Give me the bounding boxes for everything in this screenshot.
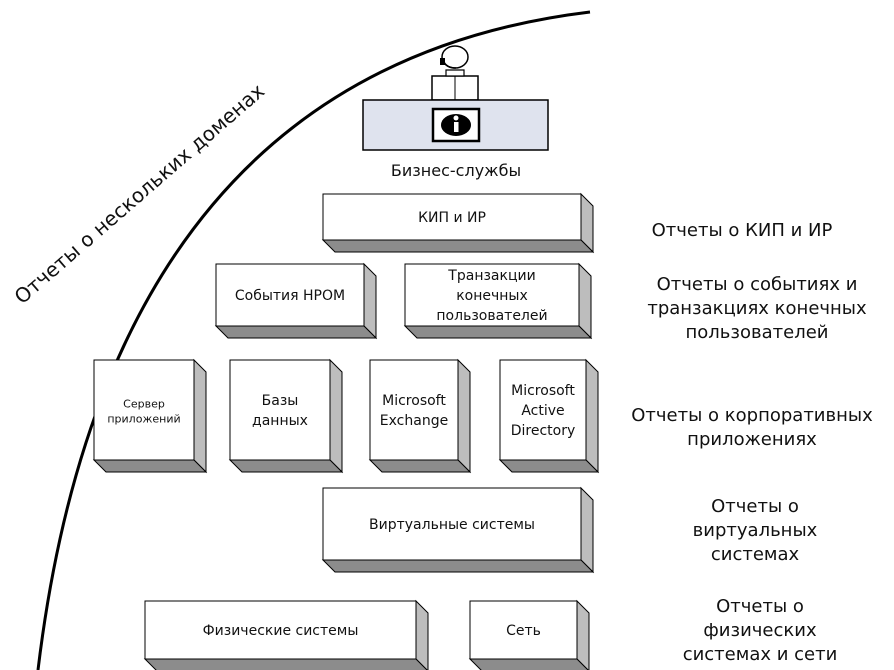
box-side — [585, 358, 599, 474]
box-label-line: конечных — [456, 288, 528, 304]
box-virtual: Виртуальные системы — [321, 486, 595, 574]
box-face — [469, 600, 578, 660]
box-face — [93, 359, 195, 461]
info-icon — [441, 114, 471, 136]
box-physical: Физические системы — [143, 599, 429, 670]
report-label-physical: Отчеты о физических системах и сети — [683, 596, 838, 665]
box-side — [363, 262, 377, 340]
box-face — [322, 487, 582, 561]
box-bottom — [214, 325, 378, 339]
box-label-line: Сеть — [506, 623, 541, 639]
report-label-line: виртуальных — [693, 520, 818, 541]
box-label-line: пользователей — [436, 308, 547, 324]
report-label-line: пользователей — [686, 322, 829, 343]
report-label-line: Отчеты о корпоративных — [631, 405, 873, 426]
box-label-line: Транзакции — [447, 268, 535, 284]
box-side — [576, 599, 590, 670]
multi-domain-arc — [36, 10, 591, 670]
box-face — [322, 193, 582, 241]
report-labels: Отчеты о КИП и ИР Отчеты о событиях и тран… — [631, 220, 873, 665]
box-label-line: Active — [521, 403, 564, 419]
box-side — [193, 358, 207, 474]
box-label-line: События HPOM — [235, 288, 345, 304]
report-label-kip: Отчеты о КИП и ИР — [652, 220, 833, 241]
box-side — [578, 262, 592, 340]
box-face — [215, 263, 365, 327]
report-label-line: транзакциях конечных — [647, 298, 867, 319]
box-transactions: Транзакции конечных пользователей — [403, 262, 593, 340]
report-label-line: физических — [703, 620, 817, 641]
box-bottom — [468, 658, 589, 670]
report-label-enterprise: Отчеты о корпоративных приложениях — [631, 405, 873, 450]
box-bottom — [368, 459, 472, 473]
report-label-virtual: Отчеты о виртуальных системах — [693, 496, 818, 565]
box-face — [499, 359, 587, 461]
box-label-line: КИП и ИР — [418, 210, 486, 226]
report-label-line: Отчеты о КИП и ИР — [652, 220, 833, 241]
report-label-line: системах — [711, 544, 800, 565]
box-bottom — [143, 658, 428, 670]
box-databases: Базы данных — [228, 358, 344, 474]
report-label-line: Отчеты о — [711, 496, 799, 517]
box-bottom — [498, 459, 600, 473]
box-face — [369, 359, 459, 461]
box-face — [144, 600, 417, 660]
box-label-line: приложений — [107, 413, 180, 426]
box-label-line: Microsoft — [382, 393, 446, 409]
box-bottom — [92, 459, 208, 473]
box-label-line: Microsoft — [511, 383, 575, 399]
box-side — [329, 358, 343, 474]
report-label-line: Отчеты о — [716, 596, 804, 617]
box-bottom — [228, 459, 344, 473]
box-face — [404, 263, 580, 327]
component-boxes: КИП и ИР События HPOM Транзакции конечных по… — [92, 192, 600, 670]
business-services-caption: Бизнес-службы — [391, 161, 521, 180]
box-label-line: Сервер — [123, 398, 165, 411]
box-kip: КИП и ИР — [321, 192, 595, 254]
box-face — [229, 359, 331, 461]
box-label-line: Directory — [511, 423, 576, 439]
box-bottom — [321, 239, 595, 253]
box-bottom — [321, 559, 595, 573]
box-side — [580, 486, 594, 574]
box-side — [457, 358, 471, 474]
report-label-line: приложениях — [687, 429, 817, 450]
box-label-line: Физические системы — [203, 623, 359, 639]
box-label-line: Виртуальные системы — [369, 517, 535, 533]
box-network: Сеть — [468, 599, 590, 670]
box-label-line: Базы — [262, 393, 299, 409]
box-label-line: Exchange — [380, 413, 448, 429]
box-side — [415, 599, 429, 670]
box-bottom — [403, 325, 593, 339]
report-label-line: системах и сети — [683, 644, 838, 665]
box-label-line: данных — [252, 413, 308, 429]
report-label-line: Отчеты о событиях и — [657, 274, 858, 295]
box-hpom: События HPOM — [214, 262, 378, 340]
report-label-events: Отчеты о событиях и транзакциях конечных п… — [647, 274, 867, 343]
box-app-server: Сервер приложений — [92, 358, 208, 474]
